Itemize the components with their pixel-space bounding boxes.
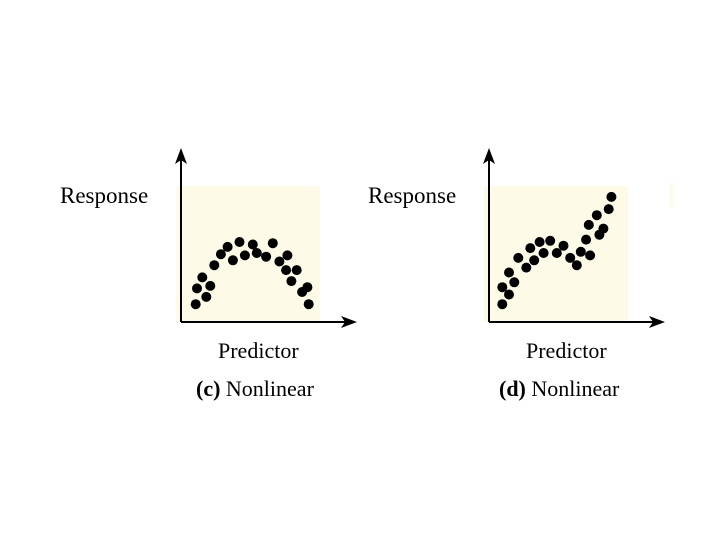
data-point bbox=[227, 255, 238, 266]
caption-letter: (c) bbox=[196, 376, 221, 401]
chart-panel-d: Response Predictor (d) Nonlinear bbox=[358, 140, 688, 410]
x-axis-arrow-icon bbox=[649, 316, 665, 328]
scatter-plot-d bbox=[483, 148, 665, 328]
x-axis-label: Predictor bbox=[218, 338, 299, 363]
data-point bbox=[583, 219, 594, 230]
data-point bbox=[302, 282, 313, 293]
data-point bbox=[575, 246, 586, 257]
scatter-plot-c bbox=[175, 148, 357, 328]
data-point bbox=[286, 276, 297, 287]
data-point bbox=[606, 191, 617, 202]
x-axis-arrow-icon bbox=[341, 316, 357, 328]
data-point bbox=[192, 283, 202, 294]
data-point bbox=[497, 299, 508, 310]
data-point bbox=[282, 250, 293, 261]
data-point bbox=[525, 243, 536, 254]
data-point bbox=[581, 234, 592, 245]
data-point bbox=[598, 223, 609, 234]
data-point bbox=[239, 250, 250, 261]
data-point bbox=[267, 238, 278, 249]
data-point bbox=[497, 282, 508, 293]
data-point bbox=[291, 265, 302, 276]
data-point bbox=[215, 249, 226, 260]
data-point bbox=[261, 251, 272, 262]
chart-panel-c: Response Predictor (c) Nonlinear bbox=[50, 140, 380, 410]
data-point bbox=[509, 277, 520, 288]
y-axis-arrow-icon bbox=[175, 148, 187, 164]
y-axis-label: Response bbox=[368, 183, 457, 208]
data-point bbox=[504, 267, 514, 278]
data-point bbox=[197, 272, 208, 283]
data-point bbox=[247, 239, 258, 250]
points-layer bbox=[190, 237, 314, 310]
caption-letter: (d) bbox=[499, 376, 526, 401]
caption-text: Nonlinear bbox=[525, 376, 620, 401]
data-point bbox=[504, 289, 514, 300]
data-point bbox=[201, 291, 212, 302]
data-point bbox=[303, 299, 314, 310]
data-point bbox=[545, 235, 556, 246]
cropped-edge-mark bbox=[670, 183, 673, 207]
data-point bbox=[234, 237, 245, 247]
data-point bbox=[571, 260, 582, 271]
y-axis-label: Response bbox=[60, 183, 149, 208]
data-point bbox=[521, 262, 532, 273]
data-point bbox=[209, 260, 220, 271]
data-point bbox=[205, 280, 216, 291]
data-point bbox=[558, 240, 569, 251]
points-layer bbox=[497, 191, 617, 310]
data-point bbox=[222, 241, 233, 252]
data-point bbox=[591, 210, 602, 221]
data-point bbox=[251, 248, 262, 258]
data-point bbox=[281, 265, 292, 276]
caption-text: Nonlinear bbox=[220, 376, 314, 401]
data-point bbox=[551, 248, 562, 258]
y-axis-arrow-icon bbox=[483, 148, 495, 164]
data-point bbox=[274, 256, 285, 267]
chart-caption: (c) Nonlinear bbox=[196, 376, 314, 402]
data-point bbox=[585, 250, 596, 261]
data-point bbox=[529, 255, 540, 266]
data-point bbox=[513, 252, 524, 263]
data-point bbox=[538, 248, 549, 258]
data-point bbox=[534, 237, 545, 247]
data-point bbox=[565, 252, 576, 263]
chart-caption: (d) Nonlinear bbox=[499, 376, 619, 402]
data-point bbox=[190, 299, 201, 310]
x-axis-label: Predictor bbox=[526, 338, 607, 363]
data-point bbox=[603, 204, 614, 215]
